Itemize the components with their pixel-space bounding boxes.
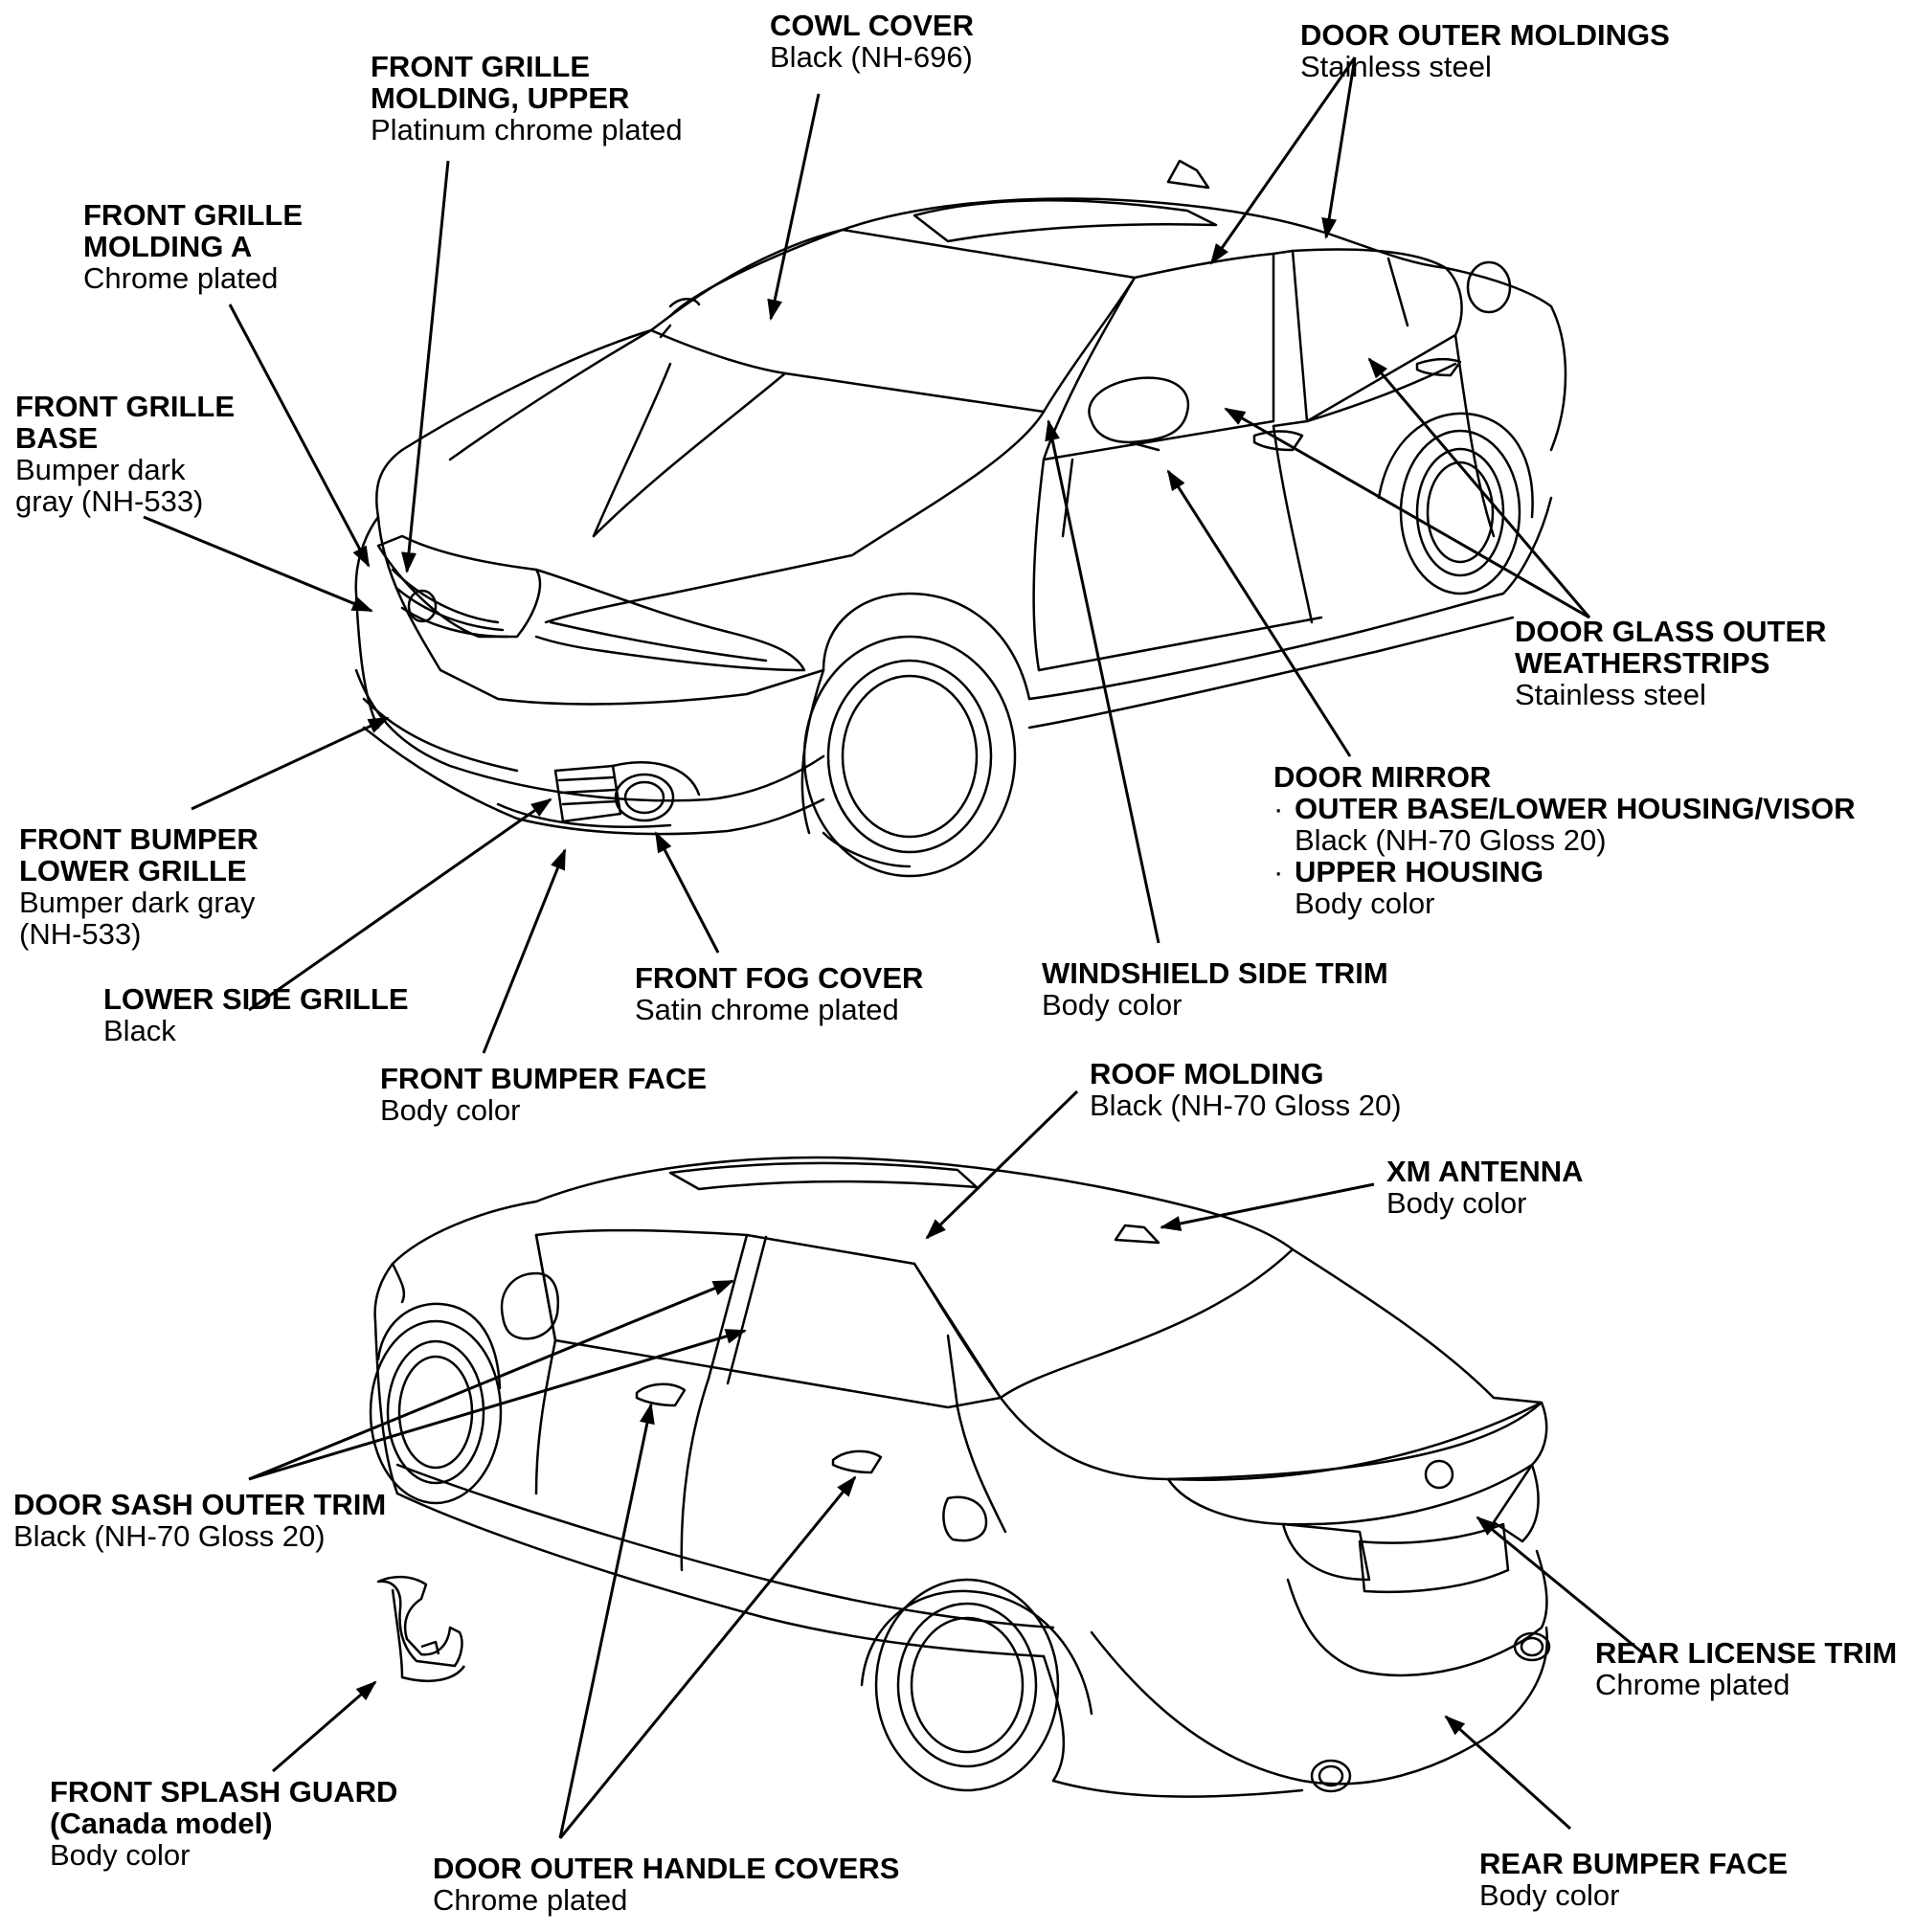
- label-front-fog-cover: FRONT FOG COVER Satin chrome plated: [635, 962, 923, 1025]
- front-fog-cover-title: FRONT FOG COVER: [635, 961, 924, 995]
- lower-side-grille-title: LOWER SIDE GRILLE: [103, 982, 409, 1016]
- label-door-glass-weatherstrips: DOOR GLASS OUTER WEATHERSTRIPS Stainless…: [1515, 616, 1827, 710]
- grille-upper-desc: Platinum chrome plated: [371, 113, 683, 146]
- door-outer-moldings-title: DOOR OUTER MOLDINGS: [1300, 18, 1670, 52]
- label-front-bumper-face: FRONT BUMPER FACE Body color: [380, 1063, 707, 1126]
- door-handle-covers-desc: Chrome plated: [433, 1883, 628, 1917]
- label-front-bumper-lower-grille: FRONT BUMPER LOWER GRILLE Bumper dark gr…: [19, 823, 259, 950]
- rear-bumper-face-title: REAR BUMPER FACE: [1479, 1847, 1789, 1880]
- grille-a-title-2: MOLDING A: [83, 230, 253, 263]
- grille-base-title-1: FRONT GRILLE: [15, 390, 236, 423]
- bumper-lower-grille-desc-1: Bumper dark gray: [19, 886, 256, 919]
- grille-upper-title-1: FRONT GRILLE: [371, 50, 591, 83]
- rear-car-drawing: [369, 1156, 1551, 1798]
- cowl-cover-desc: Black (NH-696): [770, 40, 973, 74]
- label-roof-molding: ROOF MOLDING Black (NH-70 Gloss 20): [1090, 1058, 1402, 1121]
- label-door-sash-outer-trim: DOOR SASH OUTER TRIM Black (NH-70 Gloss …: [13, 1489, 386, 1552]
- front-bumper-face-desc: Body color: [380, 1093, 521, 1127]
- grille-base-desc-2: gray (NH-533): [15, 484, 204, 518]
- label-door-outer-handle-covers: DOOR OUTER HANDLE COVERS Chrome plated: [433, 1853, 899, 1916]
- door-glass-title-2: WEATHERSTRIPS: [1515, 646, 1770, 680]
- door-mirror-sub-1-desc: Black (NH-70 Gloss 20): [1295, 823, 1607, 857]
- door-mirror-sub-1-text: OUTER BASE/LOWER HOUSING/VISOR: [1295, 792, 1856, 825]
- door-handle-covers-title: DOOR OUTER HANDLE COVERS: [433, 1852, 900, 1885]
- label-front-grille-molding-a: FRONT GRILLE MOLDING A Chrome plated: [83, 199, 303, 294]
- door-outer-moldings-desc: Stainless steel: [1300, 50, 1492, 83]
- grille-base-desc-1: Bumper dark: [15, 453, 186, 486]
- label-rear-license-trim: REAR LICENSE TRIM Chrome plated: [1595, 1637, 1897, 1700]
- rear-license-trim-title: REAR LICENSE TRIM: [1595, 1636, 1898, 1670]
- grille-a-title-1: FRONT GRILLE: [83, 198, 304, 232]
- label-front-grille-molding-upper: FRONT GRILLE MOLDING, UPPER Platinum chr…: [371, 51, 683, 146]
- roof-molding-desc: Black (NH-70 Gloss 20): [1090, 1089, 1402, 1122]
- splash-guard-title-1: FRONT SPLASH GUARD: [50, 1775, 398, 1808]
- label-front-grille-base: FRONT GRILLE BASE Bumper dark gray (NH-5…: [15, 391, 235, 517]
- front-fog-cover-desc: Satin chrome plated: [635, 993, 899, 1026]
- label-front-splash-guard: FRONT SPLASH GUARD (Canada model) Body c…: [50, 1776, 397, 1871]
- lower-side-grille-desc: Black: [103, 1014, 176, 1047]
- grille-upper-title-2: MOLDING, UPPER: [371, 81, 630, 115]
- bullet-2: ·: [1273, 855, 1284, 888]
- bumper-lower-grille-title-2: LOWER GRILLE: [19, 854, 247, 887]
- bumper-lower-grille-title-1: FRONT BUMPER: [19, 822, 259, 856]
- roof-molding-title: ROOF MOLDING: [1090, 1057, 1324, 1090]
- front-bumper-face-title: FRONT BUMPER FACE: [380, 1062, 707, 1095]
- label-lower-side-grille: LOWER SIDE GRILLE Black: [103, 983, 409, 1046]
- rear-license-trim-desc: Chrome plated: [1595, 1668, 1791, 1701]
- door-glass-desc: Stainless steel: [1515, 678, 1706, 711]
- splash-guard-title-2: (Canada model): [50, 1807, 273, 1840]
- label-door-mirror: DOOR MIRROR · OUTER BASE/LOWER HOUSING/VI…: [1273, 761, 1856, 919]
- door-mirror-title: DOOR MIRROR: [1273, 760, 1492, 794]
- bullet-1: ·: [1273, 792, 1284, 825]
- xm-antenna-desc: Body color: [1386, 1186, 1527, 1220]
- cowl-cover-title: COWL COVER: [770, 9, 974, 42]
- leader-lines: [143, 56, 1648, 1839]
- label-door-outer-moldings: DOOR OUTER MOLDINGS Stainless steel: [1300, 19, 1670, 82]
- door-mirror-sub-2: · UPPER HOUSING: [1273, 856, 1856, 887]
- grille-a-desc: Chrome plated: [83, 261, 279, 295]
- door-mirror-sub-2-text: UPPER HOUSING: [1295, 855, 1544, 888]
- windshield-side-trim-title: WINDSHIELD SIDE TRIM: [1042, 956, 1388, 990]
- door-sash-title: DOOR SASH OUTER TRIM: [13, 1488, 387, 1521]
- rear-bumper-face-desc: Body color: [1479, 1878, 1620, 1912]
- splash-guard-desc: Body color: [50, 1838, 191, 1872]
- label-cowl-cover: COWL COVER Black (NH-696): [770, 10, 974, 73]
- grille-base-title-2: BASE: [15, 421, 99, 455]
- front-car-drawing: [354, 159, 1567, 878]
- label-xm-antenna: XM ANTENNA Body color: [1386, 1156, 1584, 1219]
- door-glass-title-1: DOOR GLASS OUTER: [1515, 615, 1827, 648]
- windshield-side-trim-desc: Body color: [1042, 988, 1183, 1022]
- door-mirror-sub-2-desc: Body color: [1295, 887, 1435, 920]
- label-rear-bumper-face: REAR BUMPER FACE Body color: [1479, 1848, 1788, 1911]
- label-windshield-side-trim: WINDSHIELD SIDE TRIM Body color: [1042, 957, 1388, 1021]
- splash-guard-drawing: [376, 1575, 466, 1683]
- door-sash-desc: Black (NH-70 Gloss 20): [13, 1519, 326, 1553]
- xm-antenna-title: XM ANTENNA: [1386, 1155, 1584, 1188]
- door-mirror-sub-1: · OUTER BASE/LOWER HOUSING/VISOR: [1273, 793, 1856, 824]
- bumper-lower-grille-desc-2: (NH-533): [19, 917, 142, 951]
